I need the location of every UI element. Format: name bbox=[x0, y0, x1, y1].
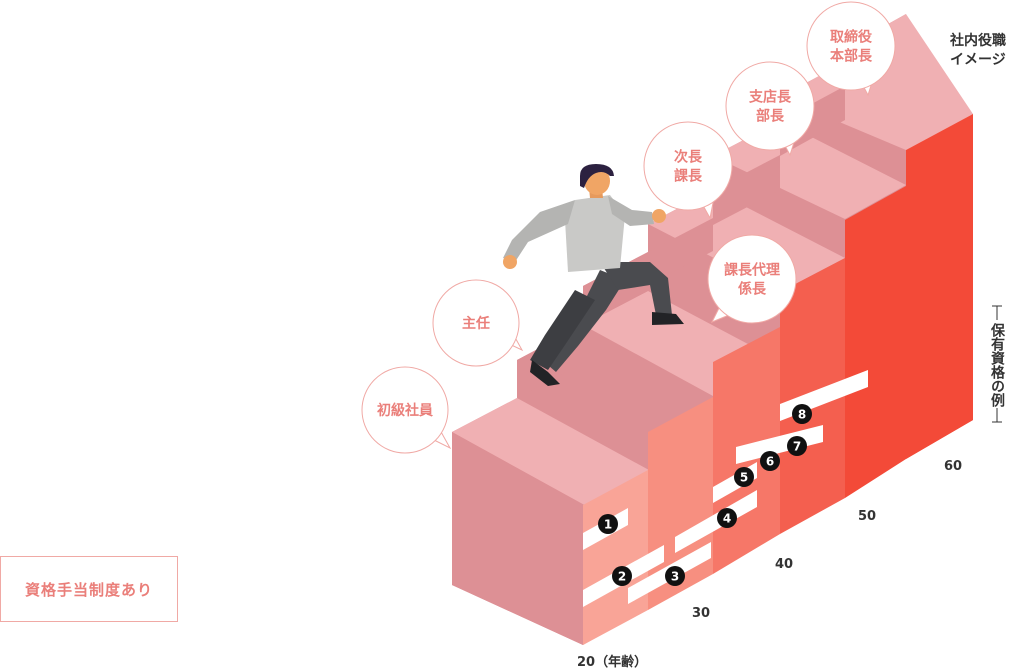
person-arm-back bbox=[503, 200, 575, 262]
qualification-marker: 8 bbox=[792, 404, 812, 424]
position-label: 本部長 bbox=[830, 48, 873, 65]
position-label: 課長 bbox=[674, 168, 703, 185]
marker-circle bbox=[612, 566, 632, 586]
person-hair bbox=[580, 164, 614, 188]
person-front-leg bbox=[600, 262, 672, 315]
vertical-label-group: 保有資格の例 bbox=[989, 305, 1006, 423]
step-front-first bbox=[452, 432, 583, 645]
age-tick-40: 40 bbox=[775, 557, 793, 572]
position-bubble: 初級社員 bbox=[361, 366, 452, 454]
qualification-marker: 4 bbox=[717, 508, 737, 528]
step-front-top bbox=[906, 114, 973, 459]
position-label: 課長代理 bbox=[724, 262, 780, 279]
qualification-marker: 1 bbox=[598, 514, 618, 534]
marker-number: 5 bbox=[740, 471, 748, 485]
marker-number: 1 bbox=[604, 518, 612, 532]
marker-circle bbox=[792, 404, 812, 424]
position-label: 部長 bbox=[756, 108, 785, 125]
climbing-person-illustration bbox=[503, 164, 684, 386]
qualification-allowance-badge: 資格手当制度あり bbox=[0, 556, 178, 622]
marker-circle bbox=[717, 508, 737, 528]
marker-circle bbox=[760, 451, 780, 471]
bubble-circle bbox=[725, 61, 815, 151]
qualification-marker: 5 bbox=[734, 467, 754, 487]
position-label: 主任 bbox=[462, 315, 490, 332]
person-hand-back bbox=[503, 255, 517, 269]
qualification-bar bbox=[736, 425, 823, 464]
marker-number: 4 bbox=[723, 512, 731, 526]
marker-number: 3 bbox=[671, 570, 679, 584]
marker-number: 2 bbox=[618, 570, 626, 584]
qualification-marker: 7 bbox=[787, 436, 807, 456]
vertical-qualification-label: 保有資格の例 bbox=[989, 322, 1006, 408]
marker-circle bbox=[598, 514, 618, 534]
person-torso bbox=[565, 195, 625, 272]
person-arm-front bbox=[608, 196, 654, 226]
position-label: 係長 bbox=[738, 281, 767, 298]
position-bubble: 主任 bbox=[432, 279, 524, 367]
person-shoe-back bbox=[530, 360, 560, 386]
stairs bbox=[452, 14, 973, 645]
age-axis: 20（年齢） 30 40 50 60 bbox=[577, 459, 962, 668]
marker-circle bbox=[787, 436, 807, 456]
marker-number: 6 bbox=[766, 455, 774, 469]
marker-number: 8 bbox=[798, 408, 806, 422]
person-rear-leg-lower bbox=[530, 290, 595, 370]
position-label: 次長 bbox=[674, 149, 703, 166]
step-riser-5 bbox=[713, 155, 780, 225]
person-hand-front bbox=[652, 209, 666, 223]
chart-title-line-2: イメージ bbox=[950, 52, 1006, 68]
marker-circle bbox=[665, 566, 685, 586]
marker-number: 7 bbox=[793, 440, 801, 454]
qualification-marker: 6 bbox=[760, 451, 780, 471]
qualification-markers: 1 2 3 4 5 6 7 8 bbox=[598, 404, 812, 586]
step-riser-4 bbox=[648, 218, 713, 285]
bubble-circle bbox=[707, 234, 797, 324]
bubble-circle bbox=[643, 121, 733, 211]
bubble-circle bbox=[806, 1, 896, 91]
qualification-bar bbox=[675, 490, 757, 553]
position-label: 支店長 bbox=[748, 89, 792, 106]
position-label: 取締役 bbox=[830, 29, 873, 46]
qualification-marker: 2 bbox=[612, 566, 632, 586]
age-tick-60: 60 bbox=[944, 459, 962, 474]
chart-title-line-1: 社内役職 bbox=[949, 32, 1006, 49]
qualification-marker: 3 bbox=[665, 566, 685, 586]
age-tick-30: 30 bbox=[692, 606, 710, 621]
position-label: 初級社員 bbox=[377, 402, 433, 419]
age-tick-50: 50 bbox=[858, 509, 876, 524]
age-tick-20: 20（年齢） bbox=[577, 654, 647, 668]
bubble-circle bbox=[432, 279, 520, 367]
marker-circle bbox=[734, 467, 754, 487]
bubble-circle bbox=[361, 366, 449, 454]
person-shoe-front bbox=[652, 312, 684, 325]
